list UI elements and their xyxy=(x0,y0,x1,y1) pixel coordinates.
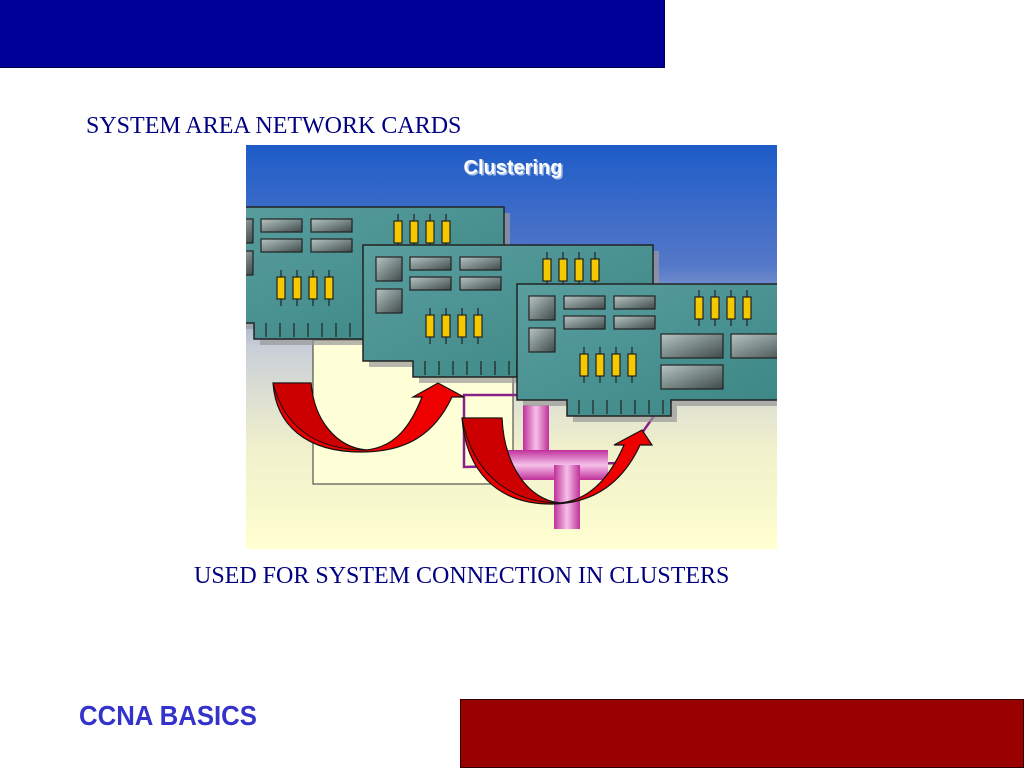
network-card-3 xyxy=(516,283,777,422)
top-banner xyxy=(0,0,665,68)
bottom-banner xyxy=(460,699,1024,768)
connection-arrow-1 xyxy=(272,382,465,453)
footer-label: CCNA BASICS xyxy=(79,700,257,731)
svg-text:Clustering: Clustering xyxy=(465,159,564,181)
figure-title: Clustering xyxy=(464,157,563,179)
slide-caption: USED FOR SYSTEM CONNECTION IN CLUSTERS xyxy=(194,563,730,589)
clustering-figure: Clustering Clustering xyxy=(246,145,777,549)
connection-arrow-2 xyxy=(461,417,654,505)
connector-pipe xyxy=(508,405,608,529)
slide-title: SYSTEM AREA NETWORK CARDS xyxy=(86,113,462,139)
